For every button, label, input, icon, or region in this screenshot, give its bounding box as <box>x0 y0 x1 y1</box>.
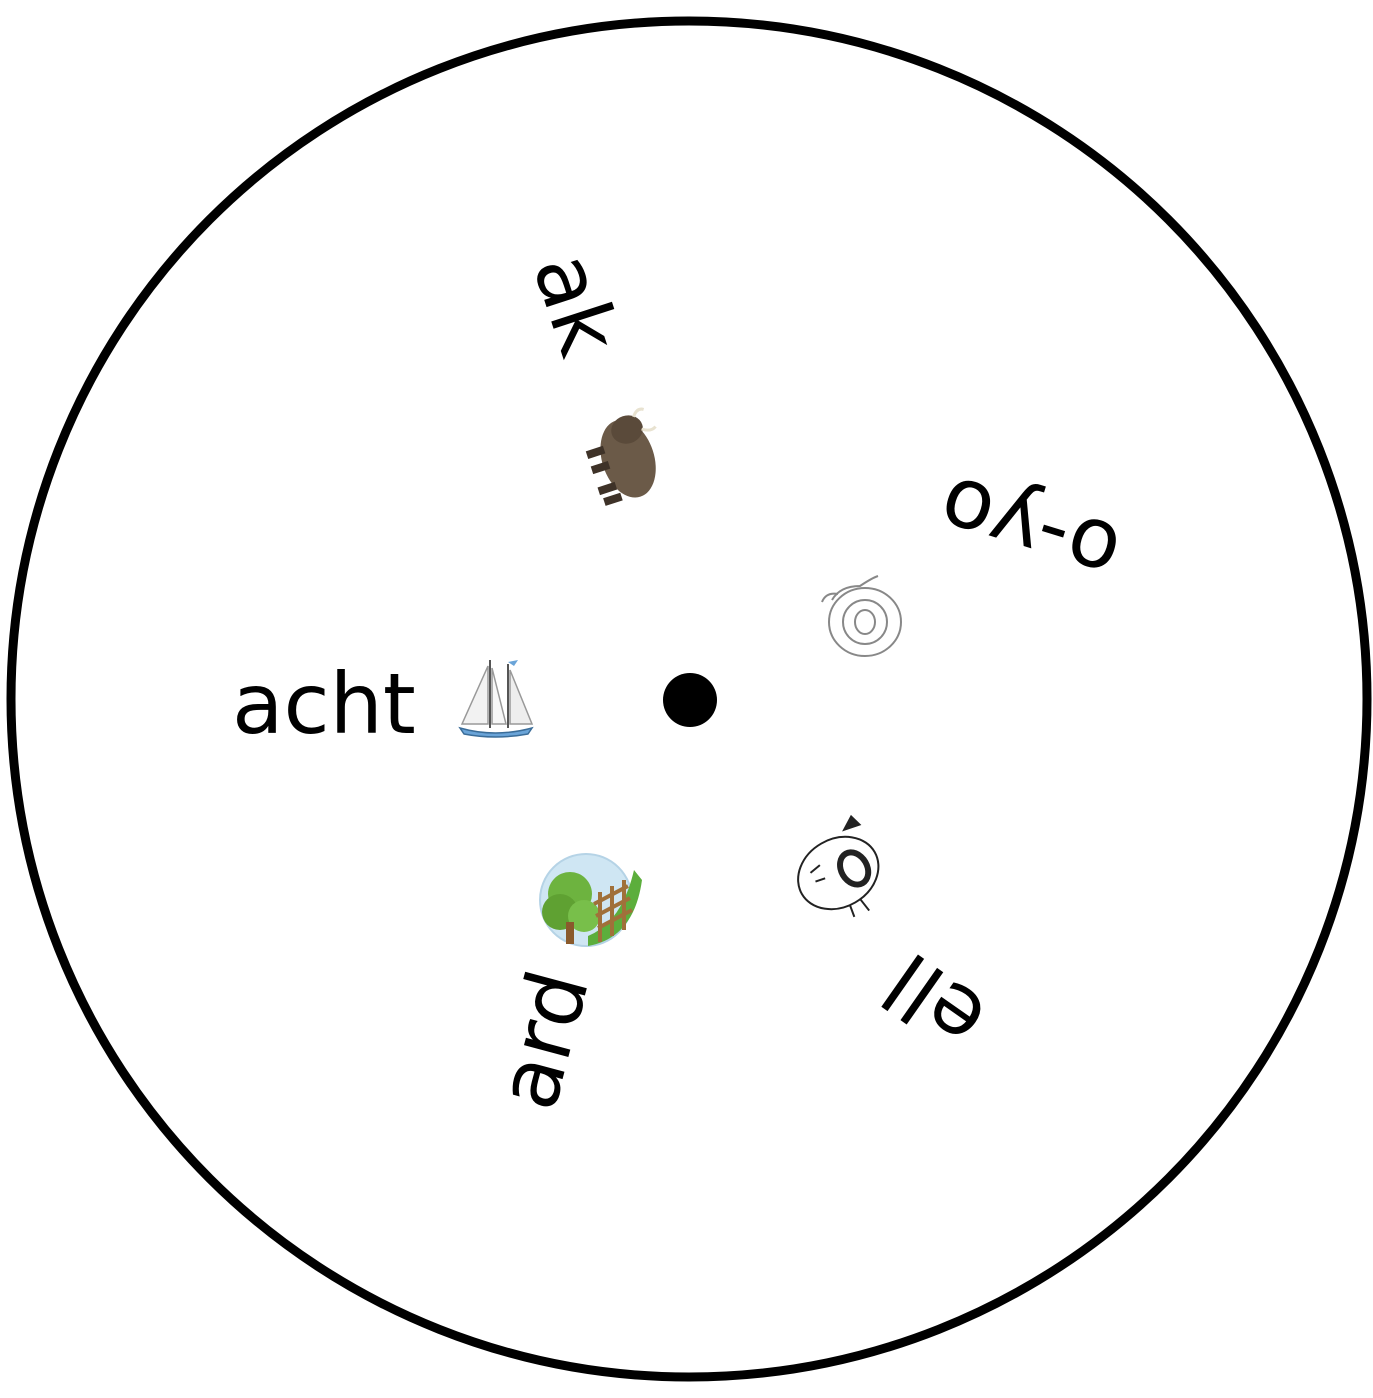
yoyo-icon <box>822 576 901 656</box>
yell-face-icon <box>780 813 900 936</box>
center-pivot[interactable] <box>663 673 717 727</box>
word-acht: acht <box>232 662 416 746</box>
sailboat-icon <box>460 660 532 737</box>
yak-icon <box>579 406 675 508</box>
yard-icon <box>540 854 642 946</box>
